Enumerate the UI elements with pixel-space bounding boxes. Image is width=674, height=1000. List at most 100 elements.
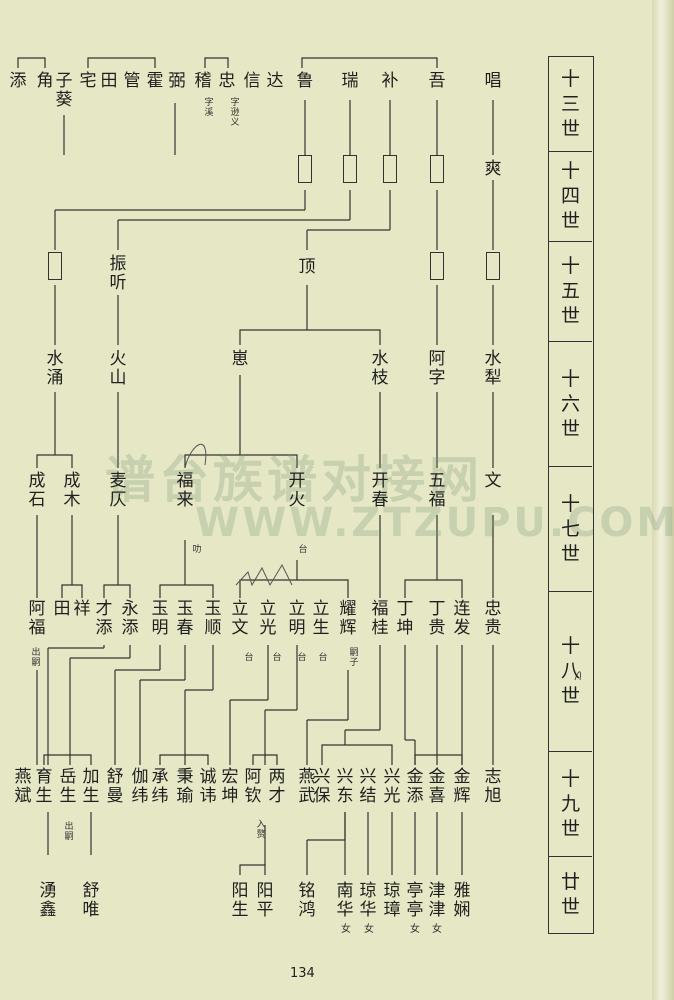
person-name: 舒曼	[106, 767, 124, 806]
empty-name-box	[430, 252, 444, 280]
person-name: 燕武	[298, 767, 316, 806]
person-name: 连发	[453, 599, 471, 638]
generation-label: 十三世	[549, 57, 592, 152]
person-name: 水枝	[371, 349, 389, 388]
person-name: 添	[9, 71, 27, 91]
person-name: 爽	[484, 159, 502, 179]
person-name: 田	[53, 599, 71, 619]
person-name: 麦仄	[109, 471, 127, 510]
annotation-note: 台	[297, 653, 307, 663]
person-name: 湧鑫	[39, 881, 57, 920]
person-name: 金喜	[428, 767, 446, 806]
annotation-note: 女	[432, 924, 442, 935]
person-name: 管	[123, 71, 141, 91]
person-name: 耀辉	[339, 599, 357, 638]
person-name: 崽	[231, 349, 249, 369]
generation-label: 十九世	[549, 752, 592, 857]
annotation-note: 出嗣	[31, 648, 41, 668]
person-name: 金添	[406, 767, 424, 806]
person-name: 成木	[63, 471, 81, 510]
person-name: 水涌	[46, 349, 64, 388]
person-name: 两才	[268, 767, 286, 806]
person-name: 五福	[428, 471, 446, 510]
person-name: 开火	[288, 471, 306, 510]
generation-label: 十四世	[549, 152, 592, 242]
person-name: 立明	[288, 599, 306, 638]
annotation-note: 出嗣	[64, 822, 74, 842]
empty-name-box	[486, 252, 500, 280]
empty-name-box	[298, 155, 312, 183]
generation-label: 十五世	[549, 242, 592, 342]
empty-name-box	[343, 155, 357, 183]
person-name: 祥	[73, 599, 91, 619]
person-name: 信	[243, 71, 261, 91]
person-name: 立生	[312, 599, 330, 638]
annotation-note: 台	[298, 545, 308, 555]
person-name: 丁坤	[396, 599, 414, 638]
person-name: 忠	[218, 71, 236, 91]
watermark: 谱台族谱对接网	[105, 451, 483, 509]
person-name: 振听	[109, 254, 127, 293]
annotation-note: 入赘	[256, 820, 266, 840]
person-name: 承纬	[151, 767, 169, 806]
person-name: 宏坤	[221, 767, 239, 806]
person-name: 开春	[371, 471, 389, 510]
person-name: 唱	[484, 71, 502, 91]
person-name: 津津	[428, 881, 446, 920]
person-name: 雅娴	[453, 881, 471, 920]
person-name: 亭亭	[406, 881, 424, 920]
annotation-note: 女	[341, 924, 351, 935]
empty-name-box	[48, 252, 62, 280]
generation-label: 十七世	[549, 467, 592, 592]
person-name: 福桂	[371, 599, 389, 638]
person-name: 才添	[95, 599, 113, 638]
person-name: 琼璋	[383, 881, 401, 920]
person-name: 兴东	[336, 767, 354, 806]
annotation-note: 字溪	[204, 98, 214, 118]
person-name: 育生	[35, 767, 53, 806]
person-name: 角	[36, 71, 54, 91]
book-page-edge	[652, 0, 674, 1000]
person-name: 诚讳	[199, 767, 217, 806]
person-name: 霍	[146, 71, 164, 91]
annotation-note: 台	[244, 653, 254, 663]
person-name: 文	[484, 471, 502, 491]
person-name: 稽	[194, 71, 212, 91]
person-name: 鲁	[296, 71, 314, 91]
person-name: 兴结	[359, 767, 377, 806]
empty-name-box	[430, 155, 444, 183]
person-name: 阳生	[231, 881, 249, 920]
annotation-note: 女	[364, 924, 374, 935]
person-name: 水犁	[484, 349, 502, 388]
person-name: 立文	[231, 599, 249, 638]
page-number: 134	[290, 966, 315, 981]
person-name: 福来	[176, 471, 194, 510]
person-name: 丁贵	[428, 599, 446, 638]
empty-name-box	[383, 155, 397, 183]
generation-label: 十六世	[549, 342, 592, 467]
person-name: 秉瑜	[176, 767, 194, 806]
watermark-url: WWW.ZTZUPU.COM	[195, 500, 674, 546]
annotation-note: 台	[272, 653, 282, 663]
annotation-note: 嗣子	[349, 648, 359, 668]
annotation-note: 台	[318, 653, 328, 663]
person-name: 阿福	[28, 599, 46, 638]
person-name: 弼	[168, 71, 186, 91]
person-name: 宅	[79, 71, 97, 91]
person-name: 玉明	[151, 599, 169, 638]
person-name: 顶	[298, 257, 316, 277]
person-name: 阿字	[428, 349, 446, 388]
person-name: 火山	[109, 349, 127, 388]
person-name: 吾	[428, 71, 446, 91]
annotation-note: 叻	[192, 545, 202, 555]
person-name: 田	[100, 71, 118, 91]
person-name: 阿钦	[244, 767, 262, 806]
person-name: 志旭	[484, 767, 502, 806]
person-name: 玉春	[176, 599, 194, 638]
person-name: 瑞	[341, 71, 359, 91]
person-name: 玉顺	[204, 599, 222, 638]
person-name: 金辉	[453, 767, 471, 806]
person-name: 伽纬	[131, 767, 149, 806]
